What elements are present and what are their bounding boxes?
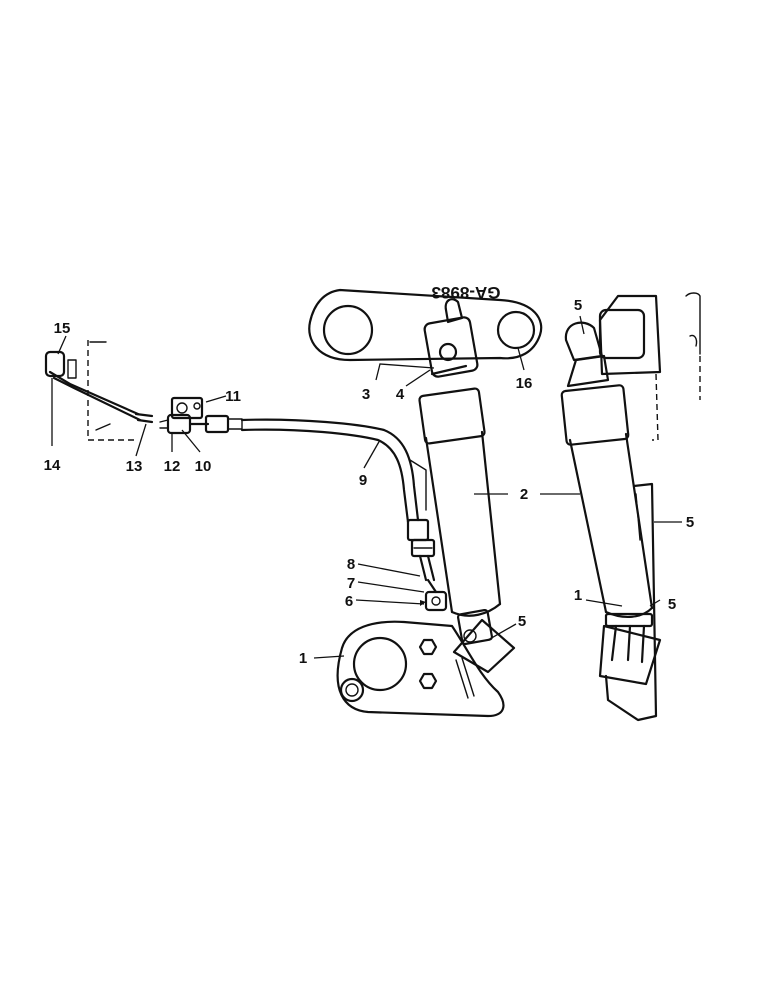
callout-11: 11	[225, 388, 241, 405]
callout-5-mid: 1	[574, 587, 582, 604]
callout-8: 8	[347, 556, 355, 573]
callout-2: 2	[520, 486, 528, 503]
callout-13: 13	[126, 458, 143, 475]
lift-bracket-right-1	[604, 482, 658, 722]
drawing-code: GA-8983	[432, 283, 501, 302]
callout-4-bottom: 5	[518, 613, 526, 630]
callout-labels: 15 14 13 12 10 11 9 8 7 6 1 3 4 16 2 5 5…	[44, 297, 695, 667]
callout-9: 9	[359, 472, 367, 489]
callout-7: 7	[347, 575, 355, 592]
hose-9	[188, 414, 436, 582]
callout-5-top: 5	[574, 297, 582, 314]
fitting-6-7	[420, 578, 448, 612]
tee-fitting	[159, 396, 204, 435]
left-elbow-fitting	[44, 350, 142, 422]
callout-10: 10	[195, 458, 212, 475]
lift-arm-left-1	[336, 459, 505, 718]
left-bracket-outline	[87, 340, 136, 441]
callout-12: 12	[164, 458, 181, 475]
callout-1-left: 1	[299, 650, 307, 667]
leader-lines	[51, 315, 682, 659]
callout-1-right: 5	[686, 514, 694, 531]
callout-5-right: 5	[668, 596, 676, 613]
callout-6: 6	[345, 593, 353, 610]
lift-cylinder-right	[560, 321, 662, 686]
callout-14: 14	[44, 457, 61, 474]
callout-4-top: 4	[396, 386, 405, 403]
upper-mount-right	[598, 292, 701, 441]
tube-13	[134, 412, 154, 424]
callout-15: 15	[54, 320, 71, 337]
top-link-3	[308, 288, 543, 362]
callout-16: 16	[516, 375, 533, 392]
lift-cylinder-left	[418, 298, 516, 674]
callout-3: 3	[362, 386, 370, 403]
